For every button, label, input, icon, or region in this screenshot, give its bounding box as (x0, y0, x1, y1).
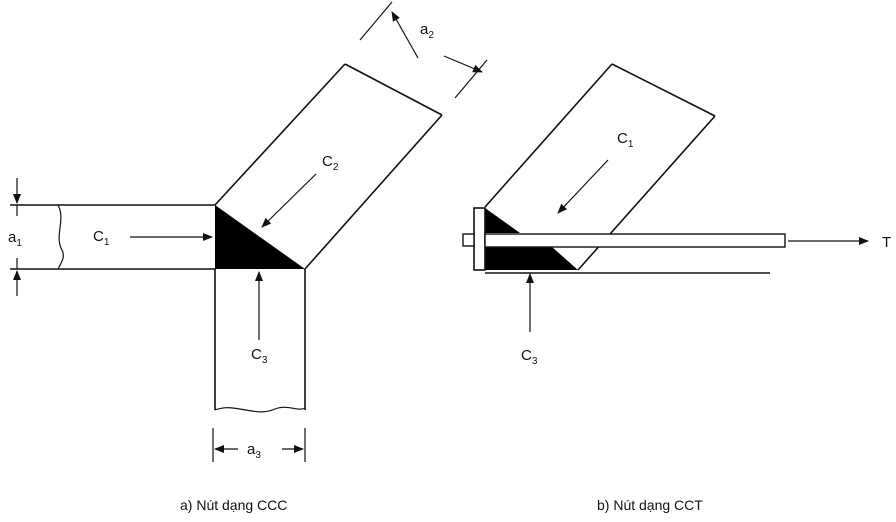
label-a1: a1 (8, 229, 22, 249)
label-c3-b: C3 (521, 347, 538, 367)
force-arrow-c1-b (557, 159, 609, 214)
vertical-strut-a (214, 269, 306, 413)
horizontal-strut-a (10, 204, 215, 270)
label-c2-a: C2 (322, 153, 339, 173)
nodal-zone-a (215, 205, 305, 269)
label-c1-b: C1 (617, 130, 634, 150)
figure-a-ccc-node: a1 a2 a3 C1 C2 C3 a) Nút dạng CCC (8, 1, 488, 513)
caption-b: b) Nút dạng CCT (597, 497, 703, 513)
inclined-strut-a (214, 63, 443, 270)
anchor-plate (473, 207, 486, 271)
figure-b-cct-node: T C1 C3 b) Nút dạng CCT (462, 63, 891, 513)
caption-a: a) Nút dạng CCC (180, 497, 287, 513)
force-arrow-c2-a (261, 173, 317, 228)
label-c1-a: C1 (93, 228, 110, 248)
nodal-zone-b-upper (485, 208, 520, 233)
label-a3: a3 (247, 441, 261, 461)
label-a2: a2 (420, 21, 434, 41)
label-c3-a: C3 (251, 346, 268, 366)
label-t: T (882, 234, 891, 251)
dimension-a1: a1 (8, 178, 22, 296)
nodal-zone-b-lower (485, 247, 578, 270)
tie-bar (462, 233, 786, 248)
dimension-a2: a2 (359, 1, 488, 99)
dimension-a3: a3 (212, 428, 306, 462)
